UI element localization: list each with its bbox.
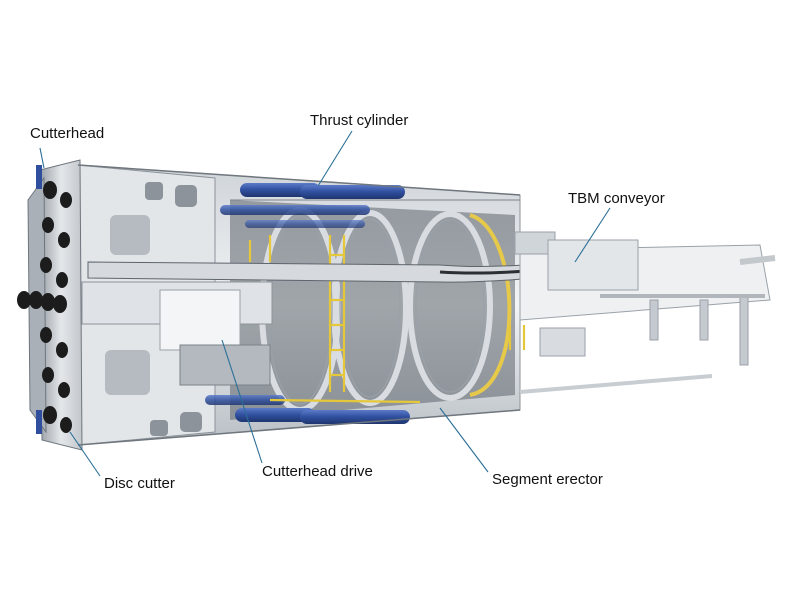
leader-thrust-cylinder [317, 130, 353, 187]
drive-motor-housing [179, 344, 271, 386]
label-tbm-conveyor: TBM conveyor [568, 190, 665, 207]
label-segment-erector: Segment erector [492, 471, 603, 488]
leader-disc-cutter [69, 431, 101, 477]
backup-gantry [514, 231, 776, 366]
shield-interior [230, 200, 515, 420]
leader-segment-erector [439, 407, 489, 473]
leader-cutterhead-drive [221, 339, 263, 464]
labels: Cutterhead Thrust cylinder TBM conveyor … [30, 112, 665, 492]
label-disc-cutter: Disc cutter [104, 475, 175, 492]
leader-tbm-conveyor [574, 207, 611, 263]
thrust-cylinders-bottom [205, 395, 410, 424]
label-cutterhead: Cutterhead [30, 125, 104, 142]
bulkhead-openings [105, 182, 202, 436]
thrust-cylinders-top [220, 183, 405, 228]
rear-ring [469, 213, 512, 397]
label-cutterhead-drive: Cutterhead drive [262, 463, 373, 480]
label-thrust-cylinder: Thrust cylinder [310, 112, 408, 129]
leader-cutterhead [39, 147, 45, 169]
disc-cutters [17, 181, 72, 433]
tbm-machine [17, 159, 776, 451]
walkways-ladders [248, 235, 540, 404]
trailing-rail [519, 374, 713, 394]
leader-lines [39, 130, 611, 477]
